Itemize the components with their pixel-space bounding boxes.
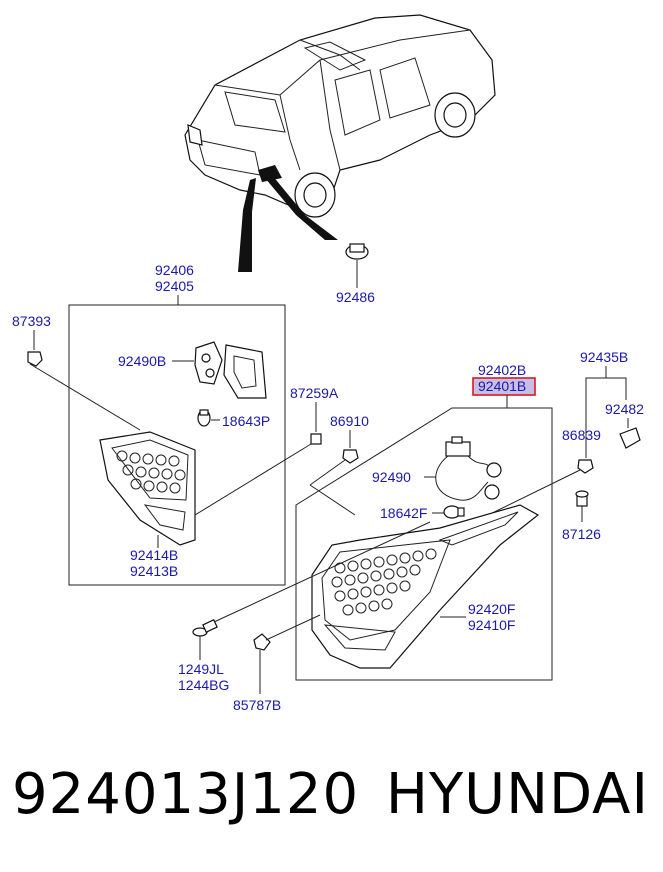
label-86910[interactable]: 86910 [330, 413, 369, 429]
label-86839[interactable]: 86839 [562, 427, 601, 443]
label-1244BG[interactable]: 1244BG [178, 677, 229, 693]
part-92420F-outer-lamp[interactable] [311, 504, 540, 669]
footer: 924013J120 HYUNDAI [0, 762, 663, 842]
part-86910-nut[interactable] [342, 449, 359, 464]
label-87126[interactable]: 87126 [562, 526, 601, 542]
part-gasket[interactable] [223, 344, 267, 399]
label-92486[interactable]: 92486 [336, 289, 375, 305]
label-92405[interactable]: 92405 [155, 278, 194, 294]
part-85787B-cap[interactable] [253, 633, 271, 651]
label-92435B[interactable]: 92435B [580, 349, 628, 365]
part-92414B-inner-lamp[interactable] [99, 431, 196, 546]
footer-brand: HYUNDAI [385, 762, 649, 827]
label-92414B[interactable]: 92414B [130, 547, 178, 563]
label-92420F[interactable]: 92420F [468, 601, 515, 617]
label-87393[interactable]: 87393 [12, 313, 51, 329]
part-87259A-clip[interactable] [310, 433, 322, 445]
label-92482[interactable]: 92482 [605, 401, 644, 417]
part-18643P-bulb[interactable] [197, 409, 211, 427]
part-92490B-socket[interactable] [194, 341, 223, 385]
label-87259A[interactable]: 87259A [290, 385, 339, 401]
label-18643P[interactable]: 18643P [222, 413, 270, 429]
part-18642F-bulb[interactable] [443, 505, 465, 519]
label-85787B[interactable]: 85787B [233, 697, 281, 713]
label-18642F[interactable]: 18642F [380, 505, 427, 521]
part-87393-nut[interactable] [27, 351, 43, 367]
part-87126-screw[interactable] [575, 490, 589, 507]
label-92410F[interactable]: 92410F [468, 617, 515, 633]
label-92401B[interactable]: 92401B [478, 378, 526, 394]
label-92406[interactable]: 92406 [155, 262, 194, 278]
label-1249JL[interactable]: 1249JL [178, 661, 224, 677]
vehicle-illustration [184, 14, 496, 272]
group-box-outer-lamp [295, 407, 553, 681]
part-92486-grommet[interactable] [345, 243, 369, 288]
part-92490-harness[interactable] [435, 436, 502, 501]
part-86839-nut[interactable] [577, 459, 594, 474]
part-1249JL-bolt[interactable] [192, 619, 218, 637]
part-92482-bulb[interactable] [619, 427, 641, 449]
group-box-inner-lamp [68, 304, 286, 586]
footer-part-number: 924013J120 [12, 762, 360, 827]
label-92490[interactable]: 92490 [372, 469, 411, 485]
parts-diagram: 92486 92406 92405 87393 92490B 18643P [12, 14, 644, 713]
highlight-box-92401B [472, 377, 536, 396]
label-92402B[interactable]: 92402B [478, 362, 526, 378]
label-92490B[interactable]: 92490B [118, 353, 166, 369]
label-92413B[interactable]: 92413B [130, 563, 178, 579]
